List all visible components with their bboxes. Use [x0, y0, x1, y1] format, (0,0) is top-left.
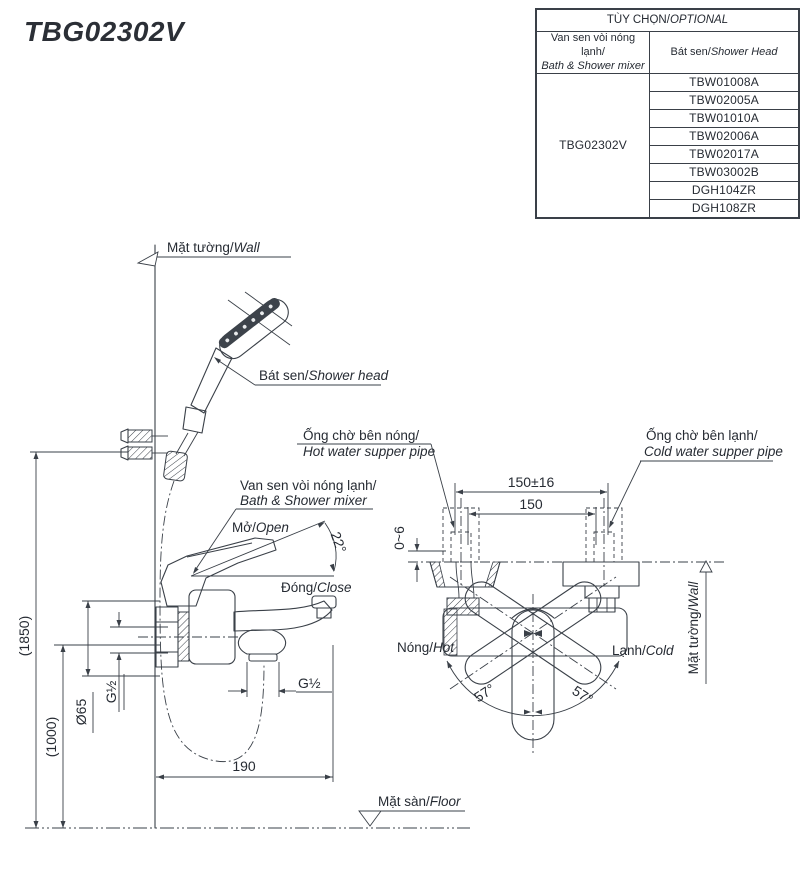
- hot-pipe-text-en: Hot water supper pipe: [303, 444, 435, 459]
- open-close-annotation: Mở/Open 22° Đóng/Close: [190, 520, 352, 595]
- wall-right-text: Mặt tường/Wall: [686, 581, 701, 675]
- mixer-text-en: Bath & Shower mixer: [240, 493, 367, 508]
- dim-0-6: 0~6: [391, 526, 446, 582]
- optional-parts-table: TÙY CHỌN/OPTIONAL Van sen vòi nóng lạnh/…: [535, 8, 800, 220]
- dim-150-text: 150: [519, 496, 543, 512]
- dim-dia65: Ø65: [73, 600, 160, 733]
- mixer-text-vi: Van sen vòi nóng lạnh/: [240, 478, 377, 493]
- shower-head-drawing: [159, 291, 293, 763]
- dim-1850-text: (1850): [16, 616, 32, 656]
- mixer-label: Van sen vòi nóng lạnh/ Bath & Shower mix…: [193, 478, 377, 574]
- dim-1850: (1850): [16, 451, 128, 828]
- shower-hose: [159, 480, 265, 763]
- hose-grip: [163, 450, 188, 482]
- shower-head-code: TBW03002B: [649, 163, 800, 183]
- spout: [233, 600, 333, 632]
- open-text: Mở/Open: [232, 520, 289, 535]
- dim-150-tol: 150±16: [454, 474, 609, 535]
- floor-label: Mặt sàn/Floor: [358, 794, 465, 827]
- side-view: Mặt tường/Wall Bát sen/Sho: [16, 240, 470, 829]
- spout-outlet-bell: [237, 629, 287, 655]
- table-header-row: Van sen vòi nóng lạnh/Bath & Shower mixe…: [535, 30, 800, 75]
- dim-g-wall-text: G½: [103, 680, 119, 703]
- dim-g-wall: G½: [103, 612, 168, 712]
- dim-0-6-text: 0~6: [391, 526, 407, 550]
- dim-dia65-text: Ø65: [73, 699, 89, 726]
- hot-supply-pipe-hidden: [442, 498, 480, 585]
- shower-head-code: TBW01010A: [649, 109, 800, 129]
- shower-head-code: TBW01008A: [649, 73, 800, 93]
- table-row: TBW03002B: [536, 163, 800, 183]
- col-header-shower-head: Bát sen/Shower Head: [649, 30, 800, 75]
- dim-1000: (1000): [43, 644, 160, 828]
- dim-57-left-text: 57°: [471, 680, 497, 705]
- cold-pipe-text-vi: Ống chờ bên lạnh/: [646, 428, 758, 443]
- dim-1000-text: (1000): [43, 717, 59, 757]
- cold-text: Lạnh/Cold: [612, 643, 674, 658]
- dim-190-text: 190: [232, 758, 256, 774]
- shower-head-code: DGH108ZR: [649, 199, 800, 219]
- shower-head-code: TBW02006A: [649, 127, 800, 147]
- valve-lever: [160, 537, 277, 607]
- shower-head-label: Bát sen/Shower head: [214, 357, 389, 386]
- dim-190: 190: [156, 645, 334, 782]
- shower-head-code: TBW02017A: [649, 145, 800, 165]
- mixer-code-cell: TBG02302V: [535, 73, 650, 219]
- table-row: DGH108ZR: [536, 199, 800, 219]
- close-text: Đóng/Close: [281, 580, 352, 595]
- mixer-body-plan: [442, 576, 628, 756]
- cold-pipe-text-en: Cold water supper pipe: [644, 444, 783, 459]
- hot-pipe-text-vi: Ống chờ bên nóng/: [303, 428, 419, 443]
- table-row: TBW02017A: [536, 145, 800, 165]
- valve-body: [188, 589, 236, 665]
- table-row: TBW01010A: [536, 109, 800, 129]
- page-title: TBG02302V: [24, 16, 185, 47]
- mixer-valve-side: [138, 537, 337, 668]
- wall-datum-arrow-icon: [136, 251, 159, 267]
- wall-left-text: Mặt tường/Wall: [167, 240, 261, 255]
- shower-head-code: DGH104ZR: [649, 181, 800, 201]
- wall-label-left: Mặt tường/Wall: [136, 240, 291, 267]
- table-row: DGH104ZR: [536, 181, 800, 201]
- mount-screws: [120, 428, 168, 461]
- hot-pipe-label: Ống chờ bên nóng/ Hot water supper pipe: [297, 428, 455, 528]
- dim-57-right-text: 57°: [569, 682, 595, 707]
- cold-pipe-label: Ống chờ bên lạnh/ Cold water supper pipe: [609, 428, 783, 528]
- hot-text: Nóng/Hot: [397, 640, 455, 655]
- table-row: TBG02302V TBW01008A: [535, 73, 800, 219]
- hot-connection-section: [429, 561, 501, 616]
- floor-text: Mặt sàn/Floor: [378, 794, 461, 809]
- plan-view: 150±16 150 0~6: [297, 428, 783, 756]
- dim-150tol-text: 150±16: [508, 474, 555, 490]
- shower-head-text: Bát sen/Shower head: [259, 368, 389, 383]
- g-outlet-text: G½: [298, 675, 321, 691]
- shower-handle: [190, 347, 233, 414]
- dim-22deg-text: 22°: [328, 530, 350, 555]
- handle-swing: [449, 576, 617, 690]
- dim-150: 150: [467, 496, 597, 545]
- wall-label-right: Mặt tường/Wall: [686, 560, 713, 684]
- diverter-knob: [311, 595, 337, 609]
- dim-g-outlet: G½: [228, 662, 332, 697]
- table-row: TBW02006A: [536, 127, 800, 147]
